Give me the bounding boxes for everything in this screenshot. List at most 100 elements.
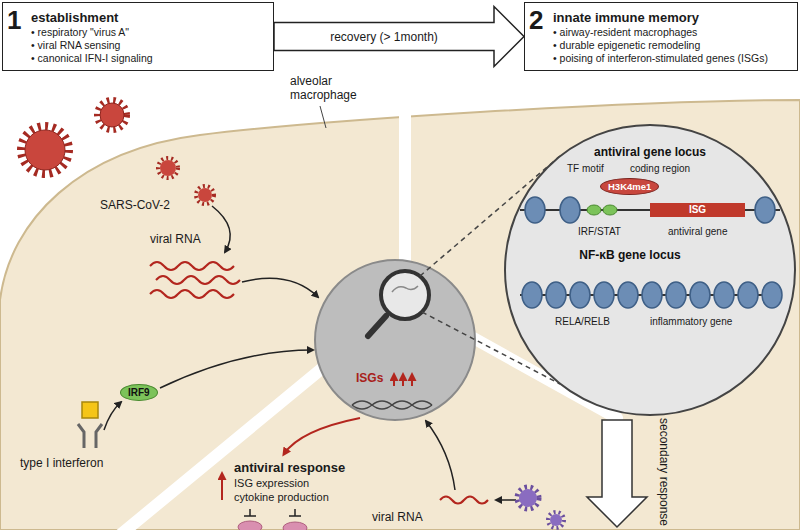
stage-box: 1establishment• respiratory "virus A"• v… bbox=[2, 2, 274, 71]
isg-induction bbox=[284, 418, 360, 454]
text-column: innate immune memory• airway-resident ma… bbox=[553, 7, 791, 65]
nucleosome bbox=[594, 282, 614, 308]
nucleosome bbox=[714, 282, 734, 308]
bullet-text: • respiratory "virus A" bbox=[31, 26, 267, 39]
flow-arrow bbox=[104, 402, 121, 430]
interferon-ligand bbox=[82, 402, 98, 418]
leader-line bbox=[320, 106, 326, 128]
nucleosome bbox=[570, 282, 590, 308]
flow-arrow bbox=[160, 350, 313, 388]
stage-number: 1 bbox=[7, 7, 31, 33]
stage-number: 2 bbox=[529, 7, 553, 33]
response-item: ISG expression bbox=[234, 477, 309, 490]
virus-particle bbox=[97, 100, 127, 130]
flow-arrow bbox=[212, 206, 230, 252]
nucleosome bbox=[560, 197, 580, 223]
bullet-text: • viral RNA sensing bbox=[31, 39, 267, 52]
virus-label: SARS-CoV-2 bbox=[100, 198, 170, 212]
gene-set-label: ISGs bbox=[356, 371, 383, 385]
protein-name: IRF9 bbox=[128, 386, 150, 399]
dna-helix bbox=[352, 401, 432, 409]
virus-particle bbox=[198, 188, 212, 202]
zoom-circle-fill bbox=[505, 125, 795, 415]
nucleosome bbox=[522, 197, 782, 308]
bullet-text: • durable epigenetic remodeling bbox=[553, 39, 791, 52]
virus-particle bbox=[548, 512, 564, 528]
nucleosome bbox=[666, 282, 686, 308]
nucleosome bbox=[690, 282, 710, 308]
stage-heading: innate immune memory bbox=[553, 9, 791, 26]
pathogen-debris bbox=[238, 521, 262, 530]
inhibition-mark bbox=[289, 515, 301, 517]
nucleosome bbox=[618, 282, 638, 308]
cell-body bbox=[0, 100, 800, 530]
gene-bar: ISG bbox=[650, 203, 745, 217]
factor-label: IRF/STAT bbox=[578, 226, 621, 238]
cell-label: alveolar macrophage bbox=[290, 74, 372, 102]
arrow-label: recovery (> 1month) bbox=[328, 30, 440, 44]
protein-oval: H3K4me1 bbox=[600, 178, 659, 195]
region-label: coding region bbox=[630, 163, 690, 175]
flow-arrow bbox=[104, 206, 516, 500]
ligand-label: type I interferon bbox=[20, 456, 103, 470]
virus-particle bbox=[550, 514, 562, 526]
isg-induction bbox=[222, 375, 412, 500]
viral-rna bbox=[150, 290, 234, 298]
region-label: TF motif bbox=[567, 163, 604, 175]
isg-induction bbox=[411, 375, 413, 386]
viral-rna bbox=[440, 497, 488, 504]
protein-name: H3K4me1 bbox=[608, 180, 651, 193]
locus-heading: antiviral gene locus bbox=[505, 145, 795, 159]
inhibition-mark bbox=[294, 509, 296, 516]
pathogen-debris bbox=[238, 521, 307, 530]
receptor bbox=[78, 424, 102, 448]
receptor bbox=[78, 424, 102, 448]
transcription-factor bbox=[603, 205, 617, 215]
flow-arrow bbox=[426, 421, 455, 490]
secondary-arrow bbox=[587, 420, 647, 527]
nucleosome bbox=[546, 282, 566, 308]
nucleosome bbox=[522, 282, 542, 308]
viral-rna bbox=[156, 276, 240, 284]
number-column: 1 bbox=[7, 7, 31, 65]
viral-rna bbox=[150, 262, 234, 270]
virus-particle bbox=[517, 487, 564, 528]
magnifier bbox=[368, 271, 429, 336]
leader-line bbox=[320, 106, 326, 128]
dna-helix bbox=[352, 401, 432, 409]
dna-helix bbox=[352, 401, 432, 409]
inhibition-mark bbox=[244, 509, 301, 516]
isg-induction bbox=[402, 375, 404, 386]
rna-label: viral RNA bbox=[372, 510, 423, 524]
magnifier bbox=[392, 286, 418, 292]
transcription-factor bbox=[587, 205, 617, 215]
virus-particle bbox=[196, 186, 214, 204]
cell-body bbox=[0, 100, 800, 530]
stage-box: 2innate immune memory• airway-resident m… bbox=[524, 2, 798, 71]
nucleosome bbox=[755, 197, 775, 223]
response-heading: antiviral response bbox=[234, 460, 345, 476]
interferon-ligand bbox=[82, 402, 98, 418]
nucleosome bbox=[762, 282, 782, 308]
virus-particle bbox=[25, 130, 65, 170]
response-item: cytokine production bbox=[234, 491, 329, 504]
virus-particle bbox=[158, 158, 178, 178]
bullet-text: • poising of interferon-stimulated genes… bbox=[553, 52, 791, 65]
gene-label: antiviral gene bbox=[668, 226, 727, 238]
magnifier bbox=[368, 316, 386, 336]
locus-heading: NF-κB gene locus bbox=[545, 248, 715, 262]
virus-particle bbox=[100, 103, 124, 127]
gene-name: ISG bbox=[689, 204, 706, 216]
arrow-label: secondary response bbox=[657, 418, 671, 526]
nucleosome bbox=[642, 282, 662, 308]
secondary-arrow bbox=[587, 420, 647, 527]
nucleosome bbox=[738, 282, 758, 308]
nucleus bbox=[315, 260, 475, 420]
protein-oval: IRF9 bbox=[120, 384, 158, 401]
pathogen-debris bbox=[283, 522, 307, 530]
virus-particle bbox=[519, 489, 537, 507]
virus-particle bbox=[21, 100, 214, 204]
inhibition-mark bbox=[249, 509, 251, 516]
